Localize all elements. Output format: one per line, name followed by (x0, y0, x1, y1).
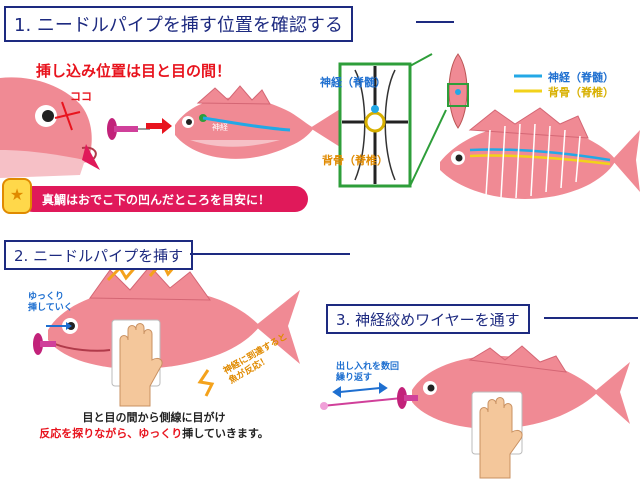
step3-rule (544, 317, 638, 319)
caption-line2-dark: 挿していきます。 (182, 427, 269, 440)
thumbs-up-icon: ★ (2, 178, 32, 214)
step2-title: 2. ニードルパイプを挿す (4, 240, 194, 270)
legend-nerve-label: 神経（脊髄） (548, 71, 614, 84)
repeat-line1: 出し入れを数回 (336, 362, 400, 372)
repeat-label: 出し入れを数回 繰り返す (336, 362, 399, 384)
fish-front-view-icon (447, 53, 469, 129)
caption-line1: 目と目の間から側線に目がけ (82, 411, 226, 424)
fish-nerve-tag: 神経 (212, 123, 228, 132)
nerve-wire-icon (320, 387, 418, 410)
step1-headline: 挿し込み位置は目と目の間！ (36, 62, 232, 80)
hand-icon-2 (471, 391, 523, 479)
slow-line1: ゆっくり (28, 292, 65, 302)
tip-banner: 真鯛はおでこ下の凹んだところを目安に！ (20, 186, 308, 212)
step2-caption: 目と目の間から側線に目がけ 反応を探りながら、ゆっくり挿していきます。 (24, 410, 284, 442)
step1-rule (416, 21, 454, 23)
step2-rule (190, 253, 350, 255)
needle-pipe-icon-2 (33, 333, 56, 355)
speech-tail (82, 144, 100, 170)
back-forth-arrow-icon (332, 382, 388, 398)
spine-cross-section-icon (342, 66, 408, 184)
slow-insert-label: ゆっくり 挿していく (28, 292, 73, 314)
tip-text: 真鯛はおでこ下の凹んだところを目安に！ (42, 192, 271, 207)
needle-pipe-icon (107, 118, 150, 140)
repeat-line2: 繰り返す (336, 373, 373, 383)
slow-line2: 挿していく (28, 303, 73, 313)
caption-line2-red: 反応を探りながら、ゆっくり (39, 427, 183, 440)
inset-spine-label: 背骨（脊椎） (322, 154, 388, 167)
inset-nerve-label: 神経（脊髄） (320, 76, 386, 89)
fish-skeleton-icon (440, 107, 640, 199)
insert-arrow-icon (146, 118, 172, 134)
legend-spine-label: 背骨（脊椎） (548, 86, 614, 99)
koko-label: ココ (70, 90, 92, 103)
fish-overview-icon (175, 85, 348, 159)
step1-title: 1. ニードルパイプを挿す位置を確認する (4, 6, 353, 42)
hand-icon (111, 319, 163, 407)
closeup-fish-head-icon (0, 77, 97, 178)
step3-title: 3. 神経絞めワイヤーを通す (326, 304, 530, 334)
